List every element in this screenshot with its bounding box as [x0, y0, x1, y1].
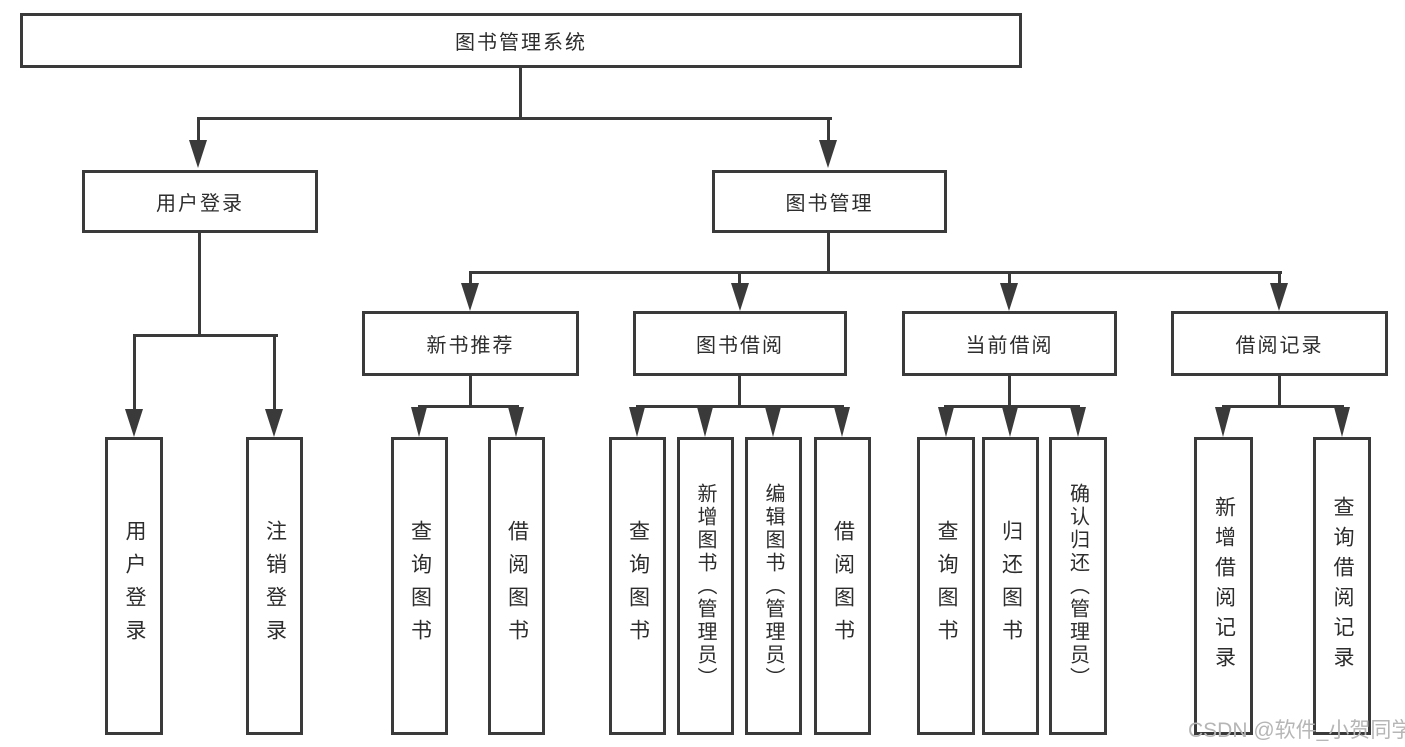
arrow-down-icon [1270, 283, 1288, 311]
node-label: 用户登录 [156, 193, 244, 215]
arrow-down-icon [765, 407, 781, 437]
connector-root-drop-left [197, 117, 200, 143]
leaf-label: 确认归还（管理员） [1066, 482, 1089, 690]
leaf-label: 归还图书 [999, 520, 1023, 652]
connector-mgmt-drop-2 [738, 271, 741, 285]
connector-root-drop-right [827, 117, 830, 143]
leaf-label: 新增借阅记录 [1212, 496, 1236, 676]
arrow-down-icon [265, 409, 283, 437]
arrow-down-icon [834, 407, 850, 437]
leaf-label: 新增图书（管理员） [694, 482, 716, 690]
node-label: 新书推荐 [426, 335, 515, 357]
connector-login-stem [198, 233, 201, 336]
arrow-down-icon [819, 140, 837, 168]
connector-borrow-stem [738, 376, 741, 408]
connector-login-bar [133, 334, 278, 337]
node-library-system: 图书管理系统 [20, 13, 1022, 68]
arrow-down-icon [938, 407, 954, 437]
connector-login-drop-1 [133, 334, 136, 410]
connector-mgmt-bar [469, 271, 1282, 274]
leaf-query-books-borrow: 查询图书 [609, 437, 666, 735]
arrow-down-icon [731, 283, 749, 311]
leaf-label: 用户登录 [123, 520, 146, 652]
leaf-borrow-books: 借阅图书 [814, 437, 871, 735]
connector-records-stem [1278, 376, 1281, 408]
arrow-down-icon [1002, 407, 1018, 437]
node-label: 图书管理 [785, 193, 874, 215]
arrow-down-icon [1070, 407, 1086, 437]
node-label: 当前借阅 [965, 335, 1054, 357]
arrow-down-icon [1215, 407, 1231, 437]
leaf-label: 注销登录 [263, 520, 287, 652]
arrow-down-icon [1334, 407, 1350, 437]
connector-recommend-stem [469, 376, 472, 408]
leaf-confirm-return-admin: 确认归还（管理员） [1049, 437, 1107, 735]
leaf-logout: 注销登录 [246, 437, 303, 735]
leaf-return-books: 归还图书 [982, 437, 1039, 735]
node-new-book-recommend: 新书推荐 [362, 311, 579, 376]
node-label: 图书管理系统 [455, 32, 587, 54]
leaf-borrow-books-recommend: 借阅图书 [488, 437, 545, 735]
arrow-down-icon [461, 283, 479, 311]
leaf-label: 查询图书 [935, 520, 958, 652]
connector-records-bar [1222, 405, 1344, 408]
leaf-add-books-admin: 新增图书（管理员） [677, 437, 734, 735]
arrow-down-icon [697, 407, 713, 437]
node-current-borrow: 当前借阅 [902, 311, 1117, 376]
connector-current-stem [1008, 376, 1011, 408]
connector-current-bar [944, 405, 1080, 408]
node-book-borrow: 图书借阅 [633, 311, 847, 376]
connector-borrow-bar [636, 405, 844, 408]
leaf-label: 编辑图书（管理员） [762, 482, 784, 690]
node-label: 图书借阅 [696, 335, 784, 357]
leaf-user-login: 用户登录 [105, 437, 163, 735]
node-label: 借阅记录 [1235, 335, 1324, 357]
leaf-add-borrow-record: 新增借阅记录 [1194, 437, 1253, 735]
connector-root-bar [198, 117, 832, 120]
leaf-label: 借阅图书 [505, 520, 529, 652]
connector-login-drop-2 [273, 334, 276, 410]
arrow-down-icon [411, 407, 427, 437]
leaf-label: 查询图书 [626, 520, 650, 652]
leaf-query-books-current: 查询图书 [917, 437, 975, 735]
arrow-down-icon [508, 407, 524, 437]
arrow-down-icon [1000, 283, 1018, 311]
arrow-down-icon [189, 140, 207, 168]
node-borrow-records: 借阅记录 [1171, 311, 1388, 376]
leaf-label: 查询图书 [408, 520, 432, 652]
connector-recommend-bar [418, 405, 519, 408]
leaf-label: 查询借阅记录 [1331, 496, 1354, 676]
connector-root-stem [519, 68, 522, 118]
node-user-login: 用户登录 [82, 170, 318, 233]
leaf-edit-books-admin: 编辑图书（管理员） [745, 437, 802, 735]
arrow-down-icon [629, 407, 645, 437]
node-book-management: 图书管理 [712, 170, 947, 233]
connector-mgmt-stem [827, 233, 830, 274]
connector-mgmt-drop-4 [1278, 271, 1281, 285]
arrow-down-icon [125, 409, 143, 437]
leaf-label: 借阅图书 [831, 520, 855, 652]
connector-mgmt-drop-1 [469, 271, 472, 285]
leaf-query-borrow-record: 查询借阅记录 [1313, 437, 1371, 735]
leaf-query-books-recommend: 查询图书 [391, 437, 448, 735]
csdn-watermark: CSDN @软件_小贺同学 [1188, 719, 1405, 742]
connector-mgmt-drop-3 [1008, 271, 1011, 285]
